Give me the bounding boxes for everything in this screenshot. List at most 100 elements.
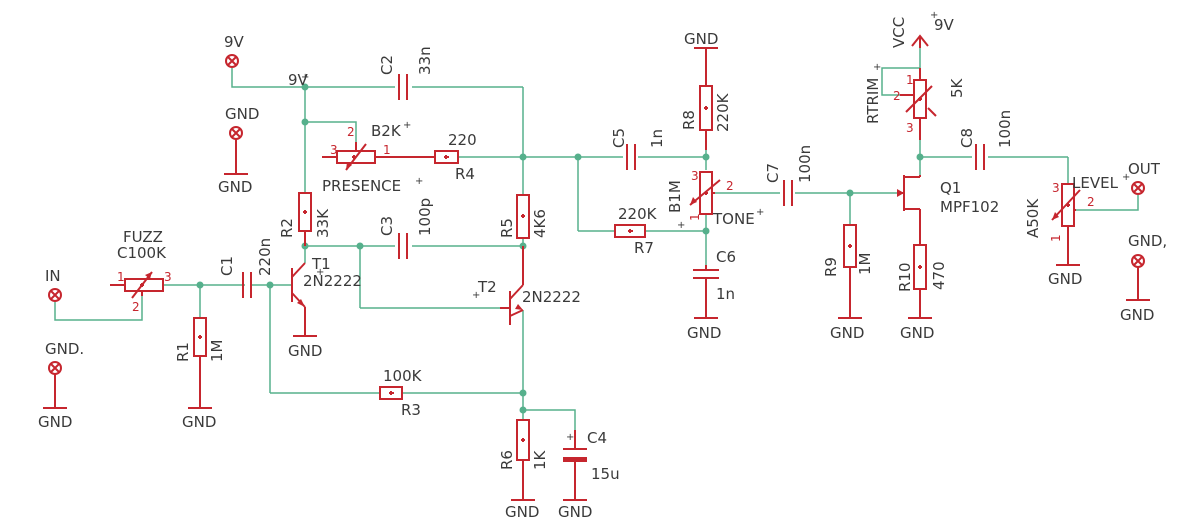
svg-text:1: 1	[1049, 234, 1063, 242]
nine-v-rail-label: 9V	[288, 71, 309, 89]
resistor-r2[interactable]: R2 33K	[278, 192, 332, 246]
gnd-out-pad[interactable]: GND, GND	[1120, 232, 1167, 324]
svg-text:1n: 1n	[716, 285, 735, 303]
svg-text:C6: C6	[716, 248, 736, 266]
svg-text:IN: IN	[45, 267, 61, 285]
svg-text:R9: R9	[822, 257, 840, 277]
tone-potentiometer[interactable]: 3 2 1 B1M TONE	[666, 169, 755, 228]
svg-text:+: +	[403, 120, 411, 131]
resistor-r5[interactable]: R5 4K6	[498, 194, 549, 239]
svg-text:PRESENCE: PRESENCE	[322, 177, 401, 195]
svg-text:4K6: 4K6	[531, 209, 549, 238]
svg-text:100p: 100p	[416, 198, 434, 236]
svg-text:1: 1	[117, 270, 125, 284]
jfet-q1[interactable]: Q1 MPF102	[897, 175, 999, 245]
svg-text:R7: R7	[634, 239, 654, 257]
svg-text:VCC: VCC	[890, 17, 908, 48]
svg-text:GND.: GND.	[45, 340, 84, 358]
svg-text:+: +	[301, 72, 309, 83]
svg-text:GND: GND	[558, 503, 592, 521]
capacitor-c8[interactable]: C8 100n	[958, 110, 1014, 170]
out-connector[interactable]: OUT	[1128, 160, 1161, 195]
resistor-r1[interactable]: R1 1M GND	[174, 317, 226, 431]
svg-text:R10: R10	[896, 262, 914, 292]
capacitor-c2[interactable]: C2 33n	[378, 46, 434, 100]
svg-text:3: 3	[691, 169, 699, 183]
svg-text:3: 3	[906, 121, 914, 135]
resistor-r4[interactable]: 220 R4	[434, 131, 477, 183]
svg-text:T1: T1	[311, 255, 331, 273]
svg-text:100n: 100n	[796, 145, 814, 183]
svg-text:GND: GND	[505, 503, 539, 521]
svg-text:+: +	[316, 267, 324, 278]
svg-text:9V: 9V	[224, 33, 245, 51]
svg-text:1n: 1n	[648, 129, 666, 148]
svg-text:2N2222: 2N2222	[522, 288, 581, 306]
reference-marks: + + + + + + + + + + +	[301, 10, 1130, 443]
svg-text:GND,: GND,	[1128, 232, 1167, 250]
svg-text:470: 470	[930, 261, 948, 290]
svg-text:GND: GND	[218, 178, 252, 196]
svg-text:100K: 100K	[383, 367, 423, 385]
svg-text:C4: C4	[587, 429, 607, 447]
fuzz-potentiometer[interactable]: 1 3 2 FUZZ C100K	[110, 228, 172, 314]
level-potentiometer[interactable]: 3 2 1 LEVEL A50K GND	[1024, 174, 1119, 288]
svg-text:2: 2	[726, 179, 734, 193]
svg-text:GND: GND	[225, 105, 259, 123]
svg-text:2: 2	[132, 300, 140, 314]
svg-text:Q1: Q1	[940, 179, 961, 197]
svg-text:GND: GND	[684, 30, 718, 48]
capacitor-c1[interactable]: C1 220n	[218, 238, 274, 298]
svg-text:1M: 1M	[856, 253, 874, 276]
gnd-top-pad[interactable]: GND GND	[218, 105, 259, 196]
svg-text:C8: C8	[958, 128, 976, 148]
svg-text:+: +	[677, 220, 685, 231]
svg-text:FUZZ: FUZZ	[123, 228, 163, 246]
svg-text:C3: C3	[378, 216, 396, 236]
nine-v-pad[interactable]: 9V	[224, 33, 245, 68]
svg-text:A50K: A50K	[1024, 198, 1042, 238]
svg-text:T2: T2	[477, 278, 497, 296]
svg-text:GND: GND	[182, 413, 216, 431]
svg-text:+: +	[566, 432, 574, 443]
capacitor-c6[interactable]: C6 1n GND	[687, 248, 736, 342]
resistor-r6[interactable]: R6 1K GND	[498, 419, 549, 521]
svg-text:2: 2	[893, 89, 901, 103]
trimmer-rtrim[interactable]: 1 2 3 RTRIM 5K	[864, 68, 966, 140]
svg-text:OUT: OUT	[1128, 160, 1161, 178]
svg-text:GND: GND	[38, 413, 72, 431]
presence-potentiometer[interactable]: 3 2 1 B2K PRESENCE	[322, 122, 435, 195]
gnd-in-pad[interactable]: GND. GND	[38, 340, 84, 431]
svg-text:C1: C1	[218, 256, 236, 276]
svg-text:GND: GND	[900, 324, 934, 342]
svg-text:+: +	[873, 62, 881, 73]
svg-text:GND: GND	[288, 342, 322, 360]
svg-text:2N2222: 2N2222	[303, 272, 362, 290]
in-connector[interactable]: IN	[45, 267, 62, 302]
svg-text:LEVEL: LEVEL	[1072, 174, 1119, 192]
svg-text:2: 2	[347, 125, 355, 139]
svg-text:33n: 33n	[416, 46, 434, 75]
transistor-t2[interactable]: T2 2N2222	[477, 246, 581, 325]
resistor-r3[interactable]: 100K R3	[379, 367, 423, 419]
svg-text:5K: 5K	[948, 77, 966, 98]
capacitor-c4[interactable]: C4 15u GND	[558, 429, 620, 521]
capacitor-c5[interactable]: C5 1n	[610, 128, 666, 170]
resistor-r7[interactable]: 220K R7	[614, 205, 658, 257]
svg-text:R6: R6	[498, 450, 516, 470]
svg-text:1M: 1M	[208, 340, 226, 363]
resistor-r10[interactable]: R10 470 GND	[896, 244, 948, 342]
svg-text:GND: GND	[1120, 306, 1154, 324]
resistor-r8[interactable]: GND R8 220K	[680, 30, 732, 150]
resistor-r9[interactable]: R9 1M GND	[822, 224, 874, 342]
svg-text:GND: GND	[1048, 270, 1082, 288]
capacitor-c3[interactable]: C3 100p	[378, 198, 434, 259]
svg-text:1: 1	[383, 143, 391, 157]
capacitor-c7[interactable]: C7 100n	[764, 145, 814, 206]
svg-text:220n: 220n	[256, 238, 274, 276]
transistor-t1[interactable]: T1 2N2222 GND	[288, 255, 362, 360]
svg-text:R4: R4	[455, 165, 475, 183]
vcc-supply: VCC 9V	[890, 16, 955, 48]
svg-text:33K: 33K	[314, 208, 332, 238]
